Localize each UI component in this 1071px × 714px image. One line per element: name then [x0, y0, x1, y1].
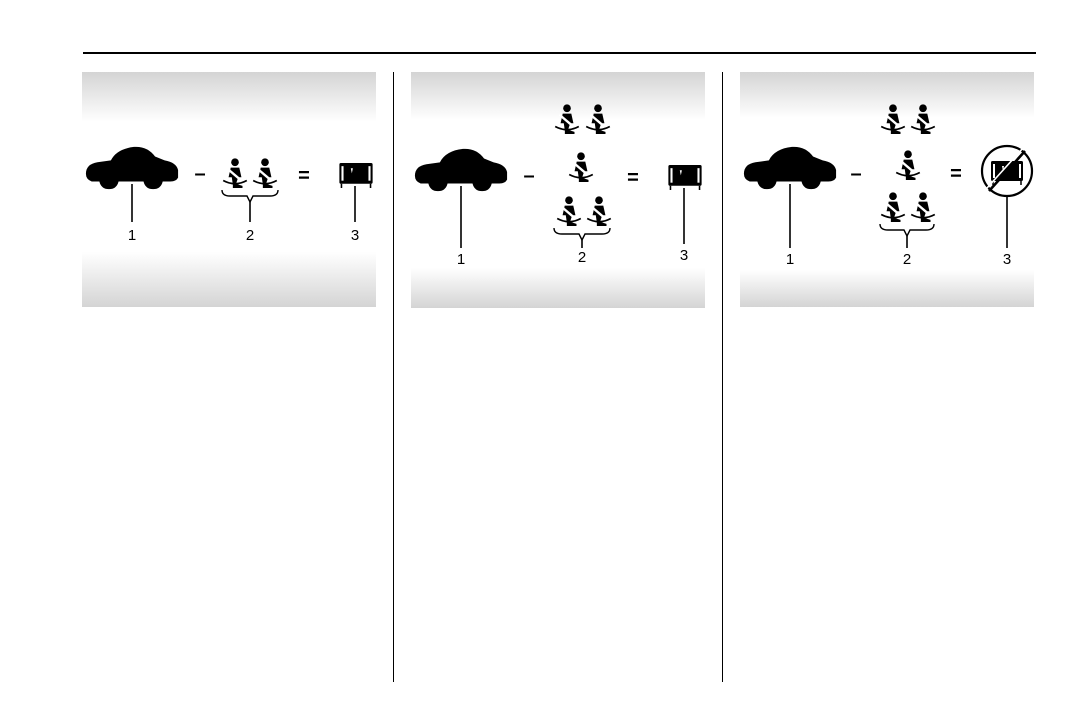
- callout-1: 1: [786, 251, 794, 268]
- column-divider-1: [393, 72, 394, 682]
- equals-operator: =: [950, 163, 962, 185]
- callout-2: 2: [578, 249, 586, 266]
- callout-3: 3: [351, 227, 359, 244]
- panel-2: – = 1 2 3: [411, 72, 705, 308]
- callout-3: 3: [680, 247, 688, 264]
- panel-3: – = 1 2 3: [740, 72, 1034, 307]
- column-divider-2: [722, 72, 723, 682]
- equals-operator: =: [627, 167, 639, 189]
- callout-3: 3: [1003, 251, 1011, 268]
- prohibited-cargo-icon: [982, 146, 1032, 196]
- minus-operator: –: [850, 163, 861, 185]
- callout-2: 2: [246, 227, 254, 244]
- callout-2: 2: [903, 251, 911, 268]
- page-header-rule: [83, 52, 1036, 54]
- minus-operator: –: [194, 163, 205, 185]
- callout-1: 1: [457, 251, 465, 268]
- panel-1: – = 1 2 3: [82, 72, 376, 307]
- equals-operator: =: [298, 165, 310, 187]
- minus-operator: –: [523, 165, 534, 187]
- callout-1: 1: [128, 227, 136, 244]
